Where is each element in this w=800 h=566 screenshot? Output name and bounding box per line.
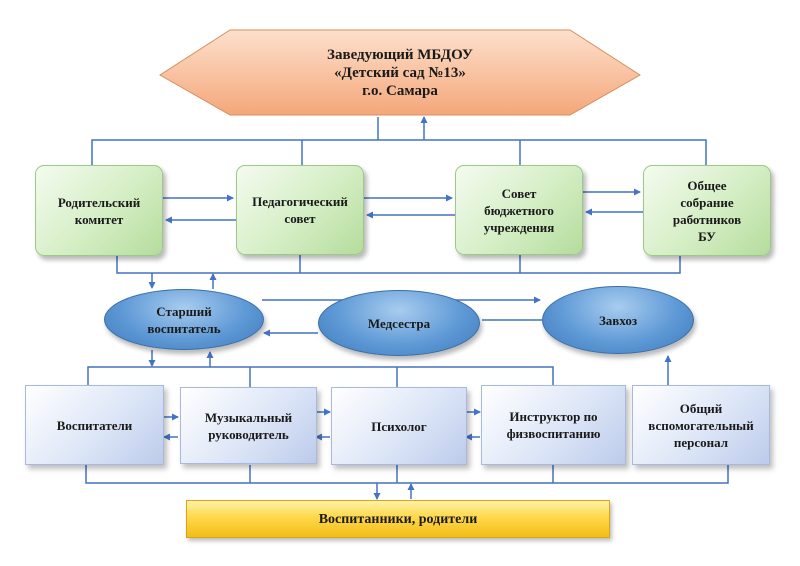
council-general-meeting: Общее собрание работников БУ (643, 165, 771, 256)
staff-bus-top (87, 366, 554, 385)
head-label: Заведующий МБДОУ «Детский сад №13» г.о. … (327, 47, 473, 99)
council-bus-top (91, 139, 707, 165)
staff-label: Инструктор по физвоспитанию (506, 409, 601, 441)
manager-label: Медсестра (367, 315, 431, 331)
council-bus-bottom (116, 256, 681, 274)
council-budget: Совет бюджетного учреждения (455, 165, 583, 255)
staff-support-personnel: Общий вспомогательный персонал (632, 385, 770, 465)
staff-label: Воспитатели (56, 417, 133, 433)
council-label: Общее собрание работников БУ (672, 177, 742, 244)
staff-music-director: Музыкальный руководитель (180, 387, 317, 464)
staff-educators: Воспитатели (25, 385, 164, 465)
pupils-parents-bar: Воспитанники, родители (186, 500, 610, 538)
staff-label: Музыкальный руководитель (204, 409, 293, 442)
manager-label: Старший воспитатель (147, 303, 221, 336)
staff-psychologist: Психолог (331, 387, 467, 465)
staff-bus-bottom (85, 465, 729, 484)
council-parents: Родительский комитет (35, 165, 163, 256)
manager-label: Завхоз (598, 312, 638, 328)
staff-label: Психолог (371, 418, 427, 434)
manager-caretaker: Завхоз (542, 286, 694, 354)
council-label: Совет бюджетного учреждения (483, 185, 555, 235)
head-shape (159, 29, 641, 116)
manager-nurse: Медсестра (318, 290, 480, 356)
bottom-label: Воспитанники, родители (318, 511, 478, 527)
council-pedagogical: Педагогический совет (236, 165, 364, 255)
council-label: Родительский комитет (57, 194, 141, 227)
manager-senior-educator: Старший воспитатель (104, 289, 264, 350)
staff-pe-instructor: Инструктор по физвоспитанию (481, 385, 626, 465)
council-label: Педагогический совет (252, 194, 348, 226)
staff-label: Общий вспомогательный персонал (648, 400, 754, 450)
